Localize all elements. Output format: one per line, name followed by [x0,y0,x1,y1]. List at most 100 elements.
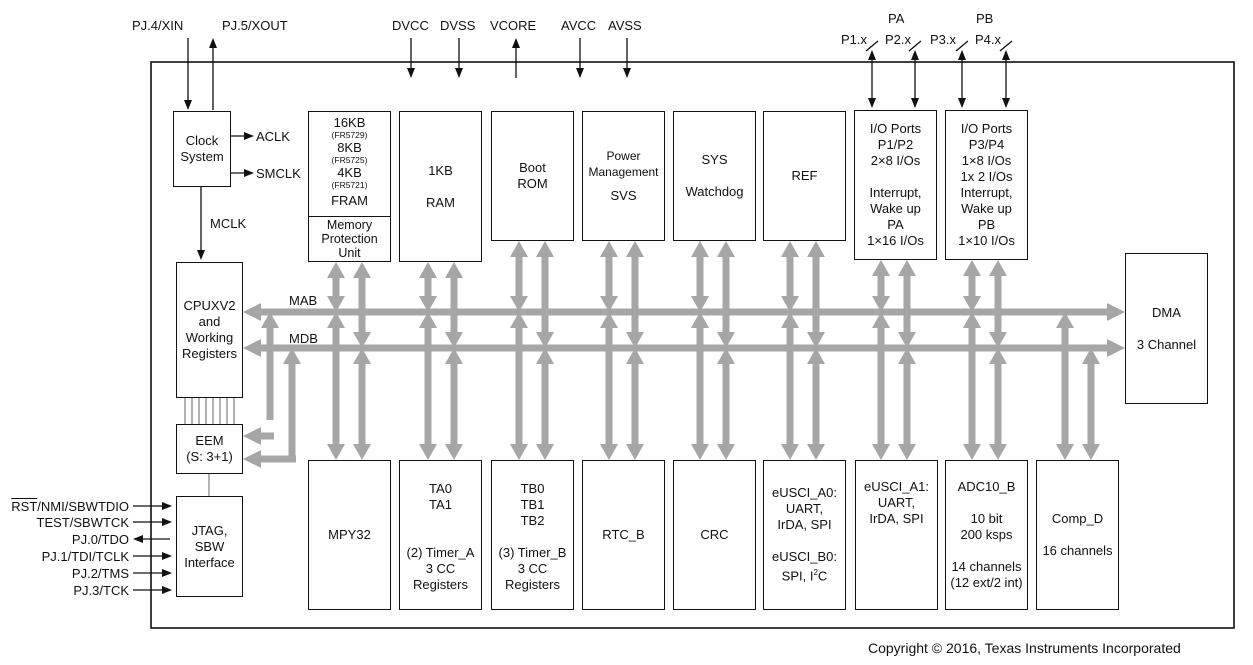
bus-stub-bottom [626,348,644,460]
ta-label-4: 3 CC [425,561,456,576]
io34-label-1: I/O Ports [960,121,1013,136]
io-ports-p1p2-block: I/O Ports P1/P2 2×8 I/Os Interrupt, Wake… [854,110,937,260]
jtag-pin-text: /NMI/SBWTDIO [37,499,129,514]
bus-stub-bottom [781,312,799,460]
bus-stub-top [807,241,825,348]
bus-stub-top [691,241,709,312]
bus-stub-top [872,260,890,312]
bus-stub-bottom [419,312,437,460]
bus-arrows [243,241,1125,468]
eusci-a0-label-2: UART, [785,501,824,517]
mclk-label: MCLK [210,216,247,231]
jtag-pin-text: TEST/SBWTCK [36,515,129,530]
jtag-pin-lines [133,502,172,594]
jtag-pin-label: PJ.2/TMS [72,566,129,582]
mpy32-block: MPY32 [308,460,391,610]
ta-label-3: (2) Timer_A [406,545,475,560]
power-label-3: SVS [610,188,637,203]
ram-label: RAM [426,194,455,210]
bus-stub-top [353,262,371,348]
io34-label-4: 1x 2 I/Os [960,169,1013,184]
eusci-b0-label-2: SPI, I2C [782,565,828,584]
tb-label-2: TB1 [520,497,545,512]
tb-label-6: Registers [505,577,560,592]
eem-mdb-link [243,450,296,468]
io12-label-2: P1/P2 [877,137,914,152]
port-pb-label: PB [976,11,994,26]
eusci-a0-label-1: eUSCI_A0: [771,485,838,501]
cpu-label-1: CPUXV2 [183,298,236,313]
io34-label-5: Interrupt, [960,185,1013,200]
pin-dvcc: DVCC [392,18,429,33]
bus-stub-top [536,241,554,348]
comp-d-block: Comp_D 16 channels [1036,460,1119,610]
pin-pj4: PJ.4/XIN [132,18,184,33]
io12-label-1: I/O Ports [869,121,922,136]
bus-stub-bottom [872,312,890,460]
bus-stub-bottom [536,348,554,460]
bus-stub-bottom [600,312,618,460]
eusci-b0-label-1: eUSCI_B0: [771,549,838,565]
bus-stub-top [327,262,345,312]
bus-stub-top [600,241,618,312]
clock-system-block: Clock System [173,111,231,187]
bus-stub-top [419,262,437,312]
dma-label-1: DMA [1152,304,1181,320]
bus-stub-bottom [963,312,981,460]
mpu-label-1: Memory [326,218,373,232]
cpu-label-2: and [198,314,221,329]
bus-stub-top [898,260,916,348]
eem-label-1: EEM [195,433,224,448]
sys-label: SYS [701,152,728,167]
clock-label-1: Clock [185,133,219,148]
tb-label-5: 3 CC [517,561,548,576]
ta-label-5: Registers [413,577,468,592]
mpu-label-3: Unit [338,246,361,260]
dma-block: DMA 3 Channel [1125,253,1208,404]
jtag-pin-text: PJ.1/TDI/TCLK [41,549,129,564]
clock-label-2: System [180,149,224,164]
eusci-a1-block: eUSCI_A1: UART, IrDA, SPI [855,460,938,610]
device-outline [150,61,1235,629]
jtag-label-2: SBW [194,538,225,554]
jtag-pin-label: RST/NMI/SBWTDIO [11,499,129,515]
ref-block: REF [763,111,846,241]
eem-label-2: (S: 3+1) [186,449,233,464]
crc-block: CRC [673,460,756,610]
comp-label-1: Comp_D [1051,511,1104,526]
cpu-label-4: Registers [182,346,237,361]
dma-label-2: 3 Channel [1136,336,1197,352]
jtag-pin-overline-text: RST [11,499,38,514]
bus-stub-top [781,241,799,312]
pin-p4: P4.x [975,32,1002,47]
fram-size-2: 8KB [337,140,362,155]
bus-stub-bottom [898,348,916,460]
bus-stub-bottom [989,348,1007,460]
bus-stub-bottom [691,312,709,460]
eem-mab-link [243,427,274,445]
pin-pj5: PJ.5/XOUT [222,18,288,33]
pin-avcc: AVCC [561,18,597,33]
jtag-pin-label: PJ.1/TDI/TCLK [42,549,129,565]
jtag-pin-label: PJ.3/TCK [73,583,129,599]
tb-label-4: (3) Timer_B [498,545,567,560]
boot-label-2: ROM [517,176,548,191]
bus-stub-bottom [445,348,463,460]
pin-p3: P3.x [930,32,957,47]
fram-size-1: 16KB [333,115,366,130]
eusci-a1-label-1: eUSCI_A1: [863,479,930,494]
io-ports-p3p4-block: I/O Ports P3/P4 1×8 I/Os 1x 2 I/Os Inter… [945,110,1028,260]
bus-stub-top [445,262,463,348]
adc10-block: ADC10_B 10 bit 200 ksps 14 channels (12 … [945,460,1028,610]
mab-bus-arrow [243,303,1125,321]
eusci-b0-c-text: C [817,568,828,584]
jtag-pin-text: PJ.2/TMS [71,566,129,581]
bus-stub-bottom [807,348,825,460]
pin-vcore: VCORE [490,18,537,33]
power-label-2: Management [588,165,659,179]
io12-label-5: Wake up [870,201,921,216]
ram-block: 1KB RAM [399,111,482,262]
mpu-block: Memory Protection Unit [308,216,391,262]
io34-label-2: P3/P4 [968,137,1005,152]
